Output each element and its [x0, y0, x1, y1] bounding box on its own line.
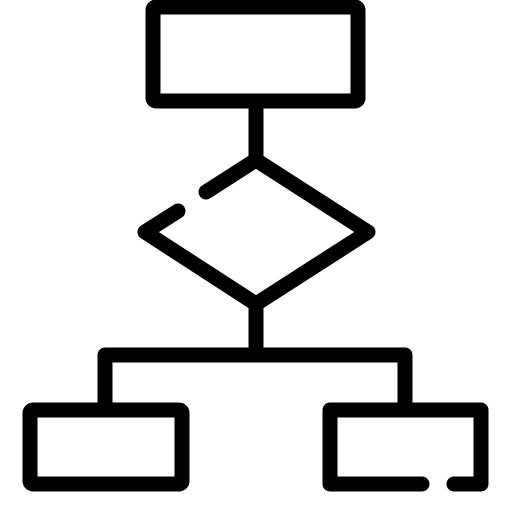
decision-diamond	[137, 152, 376, 312]
branch-line	[97, 347, 413, 418]
top-process-box	[145, 0, 366, 109]
bottom-left-process-box	[22, 402, 190, 492]
bottom-right-process-box	[322, 402, 489, 492]
